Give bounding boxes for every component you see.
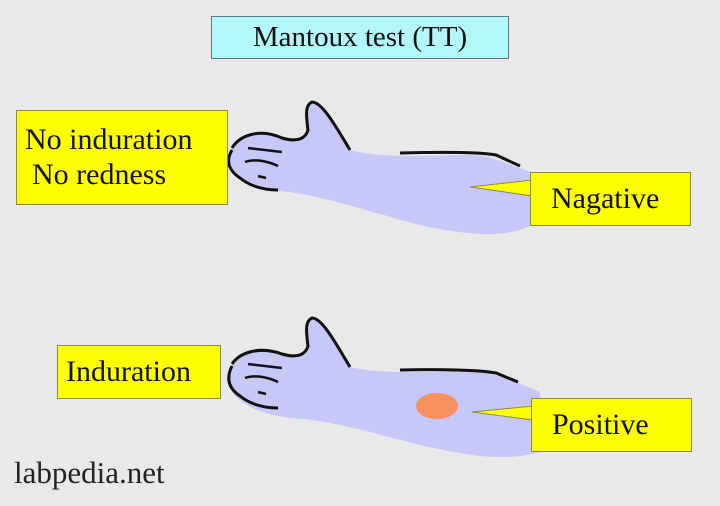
label-line: No induration: [25, 123, 193, 156]
label-line: No redness: [32, 157, 167, 191]
no-induration-label: No induration No redness: [16, 110, 228, 205]
positive-result-label: Positive: [531, 398, 692, 452]
label-line: Induration: [66, 354, 191, 388]
induration-label: Induration: [57, 345, 221, 399]
result-text: Positive: [552, 407, 649, 441]
title-text: Mantoux test (TT): [252, 20, 468, 53]
arm-shape-icon: [228, 102, 531, 235]
result-text: Nagative: [551, 181, 660, 215]
bottom-arm: [227, 316, 541, 458]
arm-shape-icon: [228, 318, 541, 458]
watermark: labpedia.net: [14, 455, 165, 490]
induration-lesion-icon: [416, 393, 458, 419]
negative-result-label: Nagative: [530, 172, 691, 226]
page-title: Mantoux test (TT): [211, 16, 509, 59]
top-arm: [227, 100, 533, 235]
